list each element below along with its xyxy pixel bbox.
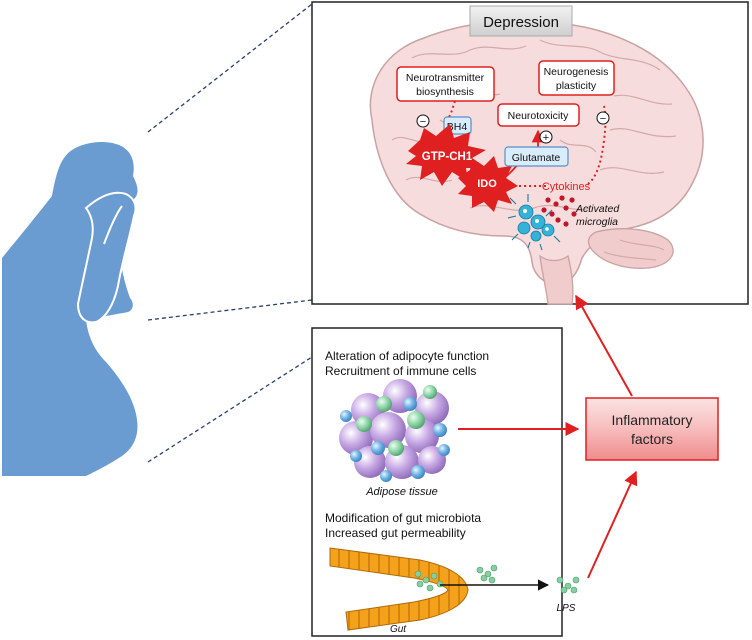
depression-title-box [469, 5, 573, 37]
gut-label: Gut [390, 624, 407, 635]
leader-line-upper [147, 3, 313, 133]
adipose-tissue-cluster [339, 379, 450, 482]
microglia-cells [507, 194, 561, 251]
gtp-ch1-starburst [406, 124, 486, 186]
inflammatory-to-brain-arrow [575, 294, 633, 397]
microglia-label-line2: microglia [576, 216, 618, 228]
neurotransmitter-label-line2: biosynthesis [416, 86, 474, 98]
glutamate-box [504, 146, 569, 167]
periphery-panel: Alteration of adipocyte function Recruit… [311, 327, 563, 637]
inflammatory-label-line1: Inflammatory [612, 412, 693, 428]
cytokines-label: Cytokines [542, 181, 591, 193]
neurogenesis-label-line2: plasticity [556, 80, 597, 92]
adipose-heading-line1: Alteration of adipocyte function [325, 349, 489, 363]
gtp-ch1-label: GTP-CH1 [422, 151, 473, 163]
lps-label: LPS [557, 603, 576, 614]
neurogenesis-box [538, 60, 615, 96]
depression-title: Depression [483, 14, 559, 31]
neurotransmitter-label-line1: Neurotransmitter [406, 72, 485, 84]
brain-panel: Depression Neurotransmitter biosynthesis… [311, 1, 749, 305]
plus-symbol: + [543, 132, 549, 144]
gut-heading-line2: Increased gut permeability [325, 526, 466, 540]
leader-line-lower [147, 356, 313, 463]
ido-starburst [458, 156, 518, 212]
bh4-label: BH4 [447, 121, 468, 133]
leader-line-middle [147, 299, 313, 321]
adipose-heading-line2: Recruitment of immune cells [325, 364, 476, 378]
escaped-bacteria [476, 564, 498, 584]
person-silhouette [2, 142, 138, 476]
neurotoxicity-label: Neurotoxicity [508, 110, 569, 122]
plus-sign [539, 130, 553, 144]
lps-to-inflammatory-arrow [587, 470, 638, 579]
neurotransmitter-box [396, 66, 495, 102]
neurotoxicity-box [497, 103, 580, 127]
minus-symbol-left: − [420, 116, 426, 128]
brainstem-shape [539, 254, 574, 305]
minus-symbol-right: − [600, 113, 606, 125]
lps-dots [556, 576, 580, 594]
neurogenesis-label-line1: Neurogenesis [544, 66, 609, 78]
ido-label: IDO [477, 178, 497, 190]
minus-sign-right [596, 111, 610, 125]
cerebellum-shape [587, 228, 674, 269]
minus-sign-left [416, 114, 430, 128]
inflammatory-factors-box: Inflammatory factors [585, 397, 719, 461]
cytokine-dots [537, 195, 577, 227]
inflammatory-label-line2: factors [631, 431, 673, 447]
microglia-label-line1: Activated [575, 203, 620, 215]
adipose-tissue-label: Adipose tissue [365, 486, 438, 498]
glutamate-label: Glutamate [512, 152, 561, 164]
gut-heading-line1: Modification of gut microbiota [325, 511, 481, 525]
